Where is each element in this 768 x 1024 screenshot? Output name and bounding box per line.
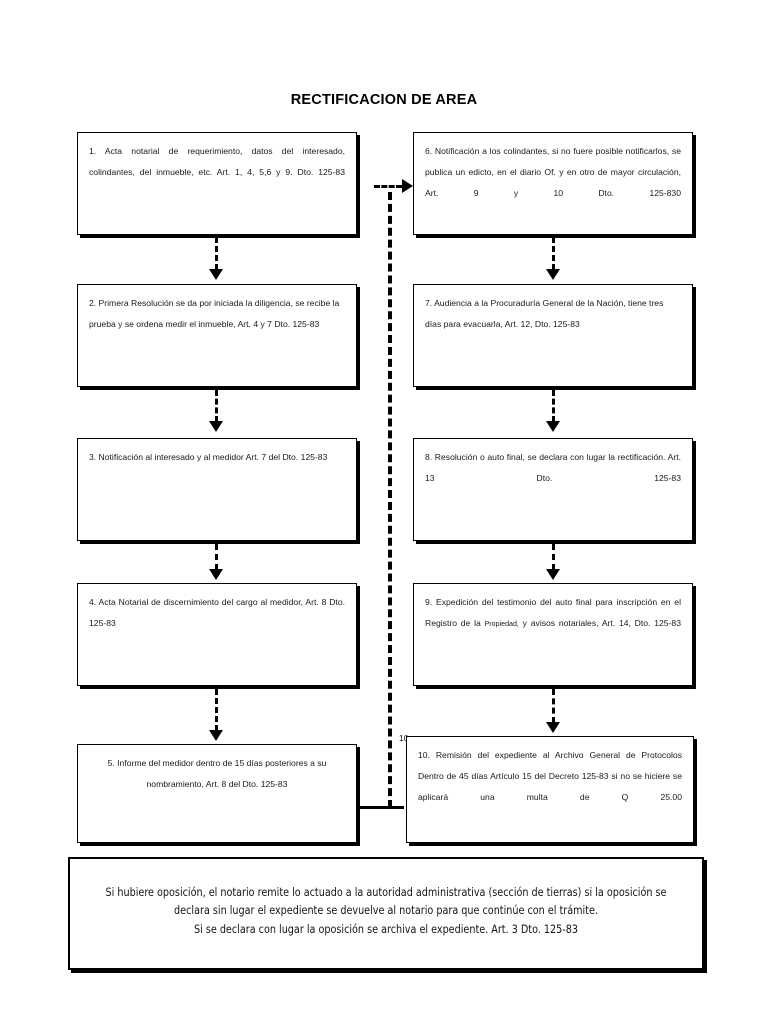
connector-9-to-10-line [552, 689, 555, 723]
process-box-9[interactable]: 9. Expedición del testimonio del auto fi… [413, 583, 693, 686]
process-box-9-text-part-2: y avisos notariales, Art. 14, Dto. 125-8… [518, 618, 681, 629]
process-box-7-text: 7. Audiencia a la Procuraduría General d… [425, 298, 664, 330]
process-box-3[interactable]: 3. Notificación al interesado y al medid… [77, 438, 357, 541]
process-box-10-text: 10. Remisión del expediente al Archivo G… [418, 750, 682, 803]
process-box-10[interactable]: 10. Remisión del expediente al Archivo G… [406, 736, 694, 843]
process-box-1-text: 1. Acta notarial de requerimiento, datos… [89, 146, 345, 178]
process-box-9-text: 9. Expedición del testimonio del auto fi… [414, 584, 692, 655]
footer-note-line-3: Si se declara con lugar la oposición se … [193, 921, 579, 936]
connector-7-to-8-line [552, 390, 555, 422]
connector-spine-to-6-line [374, 185, 402, 188]
connector-4-to-5-line [215, 689, 218, 731]
process-box-4-text: 4. Acta Notarial de discernimiento del c… [89, 597, 345, 629]
process-box-2[interactable]: 2. Primera Resolución se da por iniciada… [77, 284, 357, 387]
process-box-9-text-small: Propiedad, [484, 620, 519, 629]
process-box-8-text: 8. Resolución o auto final, se declara c… [425, 452, 681, 484]
process-box-9-text-part-1: 9. Expedición del testimonio del auto fi… [425, 597, 681, 629]
process-box-6-text: 6. Notificación a los colindantes, si no… [425, 146, 681, 199]
connector-8-to-9-arrow [546, 569, 560, 580]
connector-5-to-spine-line [357, 806, 404, 809]
process-box-4[interactable]: 4. Acta Notarial de discernimiento del c… [77, 583, 357, 686]
process-box-7[interactable]: 7. Audiencia a la Procuraduría General d… [413, 284, 693, 387]
process-box-5-text: 5. Informe del medidor dentro de 15 días… [107, 758, 327, 790]
footer-note-line-2: declara sin lugar el expediente se devue… [174, 903, 598, 918]
process-box-5[interactable]: 5. Informe del medidor dentro de 15 días… [77, 744, 357, 843]
footer-note-line-1: Si hubiere oposición, el notario remite … [105, 885, 667, 899]
connector-9-to-10-arrow [546, 722, 560, 733]
connector-3-to-4-line [215, 544, 218, 570]
footer-note-box[interactable]: Si hubiere oposición, el notario remite … [68, 857, 704, 970]
connector-spine-to-6-arrow [402, 179, 413, 193]
process-box-6[interactable]: 6. Notificación a los colindantes, si no… [413, 132, 693, 235]
connector-spine-vertical [388, 192, 392, 808]
connector-2-to-3-line [215, 390, 218, 422]
process-box-3-text: 3. Notificación al interesado y al medid… [89, 452, 328, 462]
page-title: RECTIFICACION DE AREA [290, 92, 478, 108]
connector-2-to-3-arrow [209, 421, 223, 432]
process-box-2-text: 2. Primera Resolución se da por iniciada… [89, 298, 340, 330]
process-box-1[interactable]: 1. Acta notarial de requerimiento, datos… [77, 132, 357, 235]
connector-8-to-9-line [552, 544, 555, 570]
connector-1-to-2-arrow [209, 269, 223, 280]
connector-1-to-2-line [215, 237, 218, 270]
process-box-10-overflow-label: 10 [399, 733, 409, 743]
connector-6-to-7-arrow [546, 269, 560, 280]
connector-6-to-7-line [552, 237, 555, 270]
process-box-8[interactable]: 8. Resolución o auto final, se declara c… [413, 438, 693, 541]
connector-7-to-8-arrow [546, 421, 560, 432]
connector-3-to-4-arrow [209, 569, 223, 580]
connector-4-to-5-arrow [209, 730, 223, 741]
